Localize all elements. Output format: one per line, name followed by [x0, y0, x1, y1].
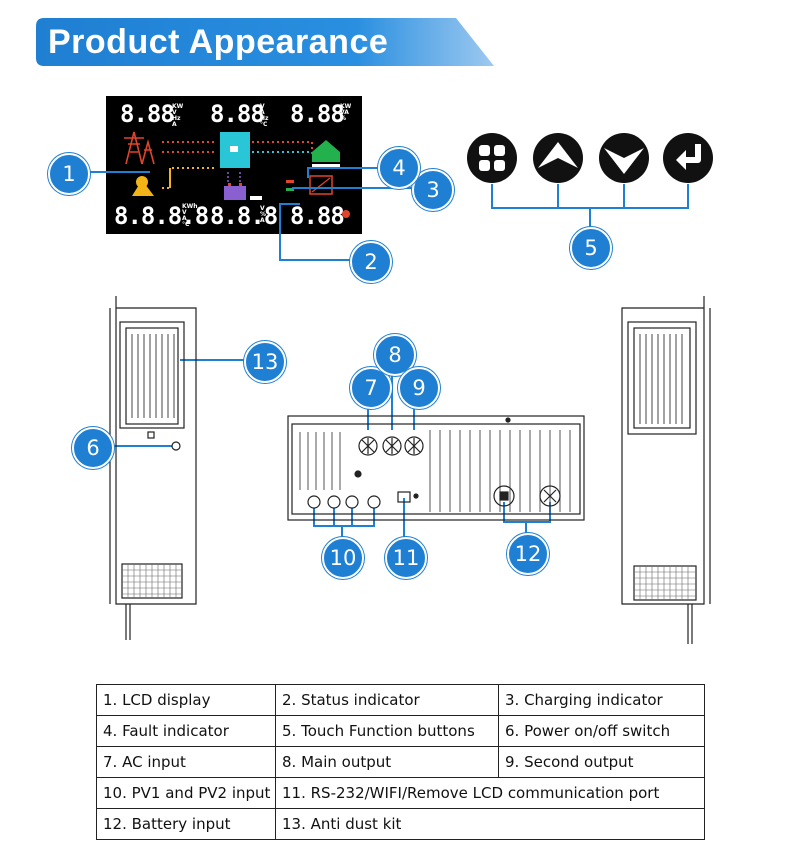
- enter-icon[interactable]: [663, 133, 713, 183]
- lcd-readout-bottom-3: 8.88: [290, 202, 345, 230]
- callout-12: 12: [507, 533, 549, 575]
- lcd-flow-graphics: [124, 131, 350, 218]
- inverter-left-side: [109, 296, 197, 640]
- home-icon: [312, 140, 340, 168]
- legend-cell: 12. Battery input: [96, 808, 276, 840]
- legend-cell: 10. PV1 and PV2 input: [96, 777, 276, 809]
- callout-7: 7: [350, 367, 392, 409]
- callout-4: 4: [378, 147, 420, 189]
- power-switch-icon[interactable]: [171, 441, 181, 451]
- callout-3: 3: [412, 169, 454, 211]
- table-row: 12. Battery input 13. Anti dust kit: [96, 808, 705, 840]
- fault-icon: [286, 175, 350, 218]
- table-row: 10. PV1 and PV2 input 11. RS-232/WIFI/Re…: [96, 777, 705, 809]
- callout-10: 10: [322, 537, 364, 579]
- down-arrow-icon[interactable]: [599, 133, 649, 183]
- second-output-port: [404, 436, 424, 456]
- table-row: 7. AC input 8. Main output 9. Second out…: [96, 746, 705, 778]
- legend-cell: 5. Touch Function buttons: [275, 715, 499, 747]
- lcd-readout-top-3: 8.88: [290, 100, 345, 128]
- callout-11: 11: [385, 537, 427, 579]
- touch-function-buttons: [467, 133, 713, 183]
- legend-cell: 8. Main output: [275, 746, 499, 778]
- inverter-right-side: [621, 296, 711, 644]
- pv-input-ports: [307, 495, 381, 509]
- lcd-readout-top-1: 8.88: [120, 100, 175, 128]
- title-banner: [36, 18, 494, 66]
- legend-cell: 4. Fault indicator: [96, 715, 276, 747]
- solar-panel-icon: [132, 176, 154, 196]
- up-arrow-icon[interactable]: [533, 133, 583, 183]
- ac-input-port: [358, 436, 378, 456]
- main-output-port: [382, 436, 402, 456]
- lcd-readout-bottom-1: 8.8.8.8: [114, 202, 209, 230]
- inverter-bottom-view: [287, 415, 585, 521]
- menu-icon[interactable]: [467, 133, 517, 183]
- battery-input-ports: [493, 485, 561, 507]
- legend-cell: 7. AC input: [96, 746, 276, 778]
- table-row: 1. LCD display 2. Status indicator 3. Ch…: [96, 684, 705, 716]
- legend-cell: 11. RS-232/WIFI/Remove LCD communication…: [275, 777, 705, 809]
- legend-cell: 1. LCD display: [96, 684, 276, 716]
- legend-table: 1. LCD display 2. Status indicator 3. Ch…: [96, 684, 705, 840]
- lcd-readout-top-2: 8.88: [210, 100, 265, 128]
- callout-13: 13: [244, 341, 286, 383]
- grid-tower-icon: [124, 131, 155, 165]
- callout-2: 2: [350, 241, 392, 283]
- legend-cell: 3. Charging indicator: [498, 684, 705, 716]
- table-row: 4. Fault indicator 5. Touch Function but…: [96, 715, 705, 747]
- callout-5: 5: [570, 227, 612, 269]
- legend-cell: 6. Power on/off switch: [498, 715, 705, 747]
- page-title: Product Appearance: [48, 23, 389, 61]
- communication-port: [397, 491, 411, 503]
- lcd-units-bottom-2: V%A: [260, 205, 267, 224]
- callout-9: 9: [398, 367, 440, 409]
- lcd-readout-bottom-2: 8.8.8: [210, 202, 278, 230]
- leader-lines: [84, 167, 689, 540]
- battery-icon: [224, 172, 262, 200]
- callout-1: 1: [48, 153, 90, 195]
- legend-cell: 2. Status indicator: [275, 684, 499, 716]
- legend-cell: 13. Anti dust kit: [275, 808, 705, 840]
- callout-6: 6: [72, 427, 114, 469]
- legend-cell: 9. Second output: [498, 746, 705, 778]
